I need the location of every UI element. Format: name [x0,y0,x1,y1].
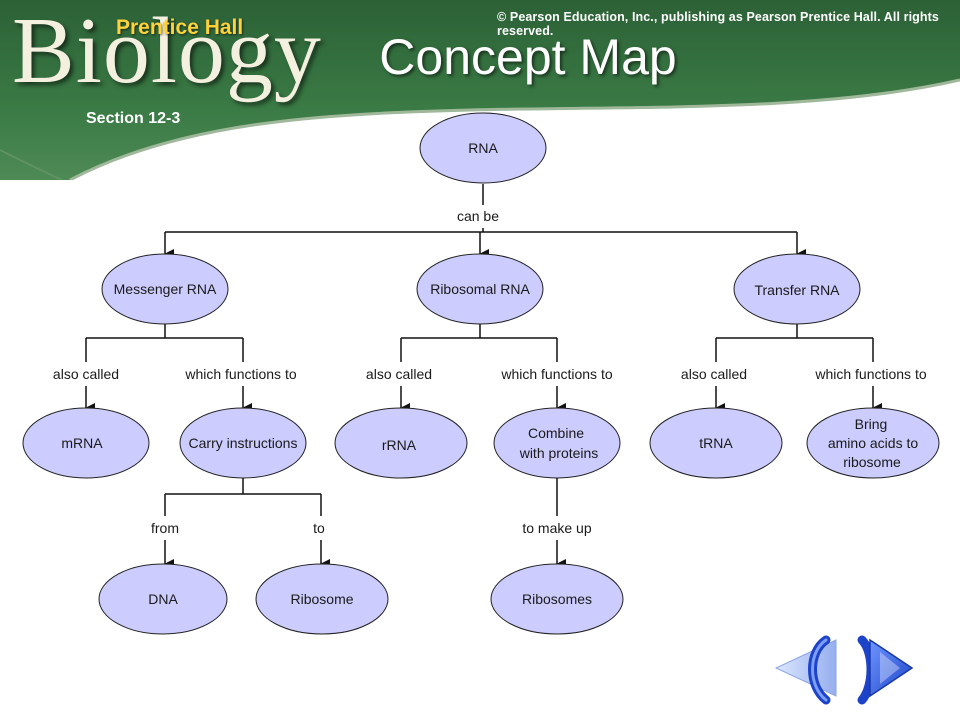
svg-text:rRNA: rRNA [382,437,417,453]
publisher-name: Prentice Hall [116,16,244,39]
node-label: Carry instructions [189,435,298,451]
node-ribosome: Ribosome [255,563,389,635]
node-label: Bring [855,416,888,432]
node-label: Ribosomal RNA [430,281,530,297]
svg-text:Messenger RNA: Messenger RNA [114,281,217,297]
svg-text:Ribosomal RNA: Ribosomal RNA [430,281,530,297]
page-title: Concept Map [379,29,677,85]
node-dna: DNA [98,563,228,635]
link-label-can-be: can be [457,208,499,224]
svg-text:ribosome: ribosome [843,454,901,470]
node-label: Transfer RNA [754,282,840,298]
node-label: DNA [148,591,178,607]
node-trna: tRNA [649,407,783,479]
link-label-also-called: also called [53,366,119,382]
node-label: Ribosomes [522,591,592,607]
node-label: Messenger RNA [114,281,217,297]
node-ribosomal-rna: Ribosomal RNA [416,253,544,325]
node-label: Ribosome [290,591,353,607]
node-label: amino acids to [828,435,918,451]
svg-text:Bring: Bring [855,416,888,432]
node-label: tRNA [699,435,733,451]
svg-text:amino acids to: amino acids to [828,435,918,451]
node-messenger-rna: Messenger RNA [101,253,229,325]
node-rrna: rRNA [334,407,468,479]
svg-text:Ribosome: Ribosome [290,591,353,607]
node-ribosomes: Ribosomes [490,563,624,635]
node-label: ribosome [843,454,901,470]
svg-text:Combine: Combine [528,425,584,441]
node-label: rRNA [382,437,417,453]
node-carry-instructions: Carry instructions [179,407,307,479]
biology-logo: Biology [12,0,322,103]
svg-text:Carry instructions: Carry instructions [189,435,298,451]
node-bring-amino-acids: Bring amino acids to ribosome [806,407,940,479]
link-label-which-functions-to: which functions to [184,366,296,382]
svg-text:mRNA: mRNA [61,435,103,451]
connector-lines [85,184,882,569]
node-label: mRNA [61,435,103,451]
node-mrna: mRNA [22,407,150,479]
link-label-also-called: also called [366,366,432,382]
link-label-from: from [151,520,179,536]
section-label: Section 12-3 [86,110,181,127]
node-label: with proteins [519,445,599,461]
copyright-notice: © Pearson Education, Inc., publishing as… [497,10,939,38]
svg-text:Ribosomes: Ribosomes [522,591,592,607]
header-background [0,0,960,180]
link-label-which-functions-to: which functions to [814,366,926,382]
forward-arrow-icon[interactable] [857,635,914,705]
svg-text:Transfer RNA: Transfer RNA [754,282,840,298]
node-combine-with-proteins: Combine with proteins [493,407,621,479]
node-transfer-rna: Transfer RNA [733,253,861,325]
back-arrow-icon[interactable] [774,635,837,705]
link-label-to: to [313,520,325,536]
node-rna: RNA [419,112,547,184]
link-label-also-called: also called [681,366,747,382]
svg-text:RNA: RNA [468,140,498,156]
link-label-to-make-up: to make up [522,520,591,536]
link-label-which-functions-to: which functions to [500,366,612,382]
svg-text:tRNA: tRNA [699,435,733,451]
node-label: Combine [528,425,584,441]
svg-text:DNA: DNA [148,591,178,607]
node-label: RNA [468,140,498,156]
svg-text:with proteins: with proteins [519,445,599,461]
